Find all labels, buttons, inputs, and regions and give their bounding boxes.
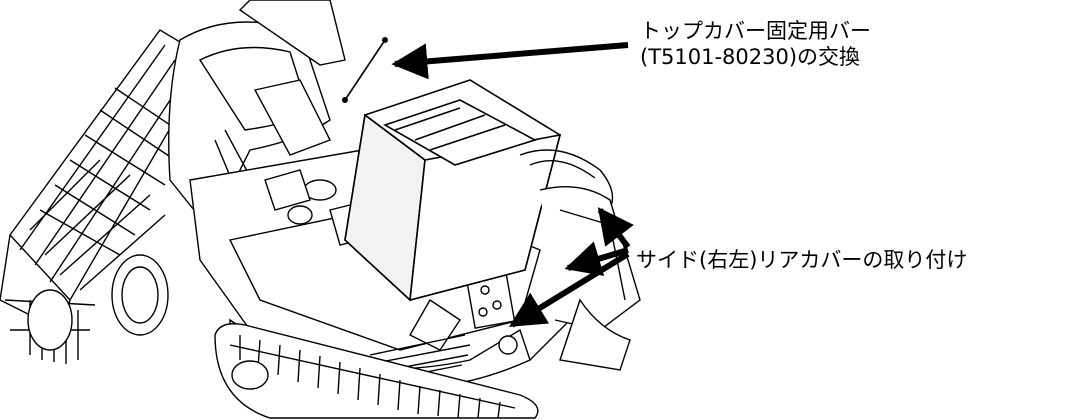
callout-side-rear-cover: サイド(右左)リアカバーの取り付け xyxy=(636,248,968,272)
callout-top-cover-bar-line2: (T5101-80230)の交換 xyxy=(640,45,861,69)
arrow-top-cover-bar xyxy=(391,42,629,80)
callout-arrows xyxy=(391,42,634,328)
arrow-side-cover-upper xyxy=(597,207,634,249)
boom-arm xyxy=(0,29,211,364)
arrow-side-cover-lower xyxy=(508,251,630,328)
arrow-side-cover-middle xyxy=(564,241,629,276)
callout-top-cover-bar-line1: トップカバー固定用バー xyxy=(640,19,871,43)
top-cover xyxy=(344,79,562,302)
top-cover-fixing-bar xyxy=(341,36,388,104)
crawler-track xyxy=(214,323,539,419)
callout-top-cover-bar: トップカバー固定用バー (T5101-80230)の交換 xyxy=(640,18,871,70)
